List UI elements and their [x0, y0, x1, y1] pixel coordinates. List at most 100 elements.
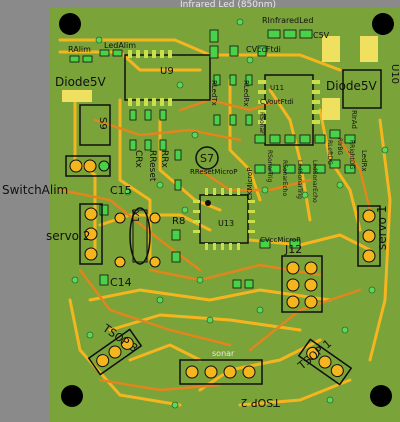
pad	[114, 212, 126, 224]
label-x1: X1	[129, 210, 140, 223]
smd-pad	[244, 279, 254, 289]
pad	[185, 365, 199, 379]
smd-pad	[209, 45, 219, 59]
label-cvccmicrop: CVccMicroP	[260, 236, 300, 244]
label-c14: C14	[110, 276, 132, 289]
via	[181, 206, 189, 214]
smd-pad	[329, 159, 341, 169]
pad	[96, 354, 110, 368]
label-u11: U11	[270, 84, 284, 92]
tsop3-footprint	[87, 328, 143, 376]
smd-pad	[144, 139, 152, 151]
pad	[114, 256, 126, 268]
ic-pads-u13	[193, 188, 255, 250]
smd-pad	[171, 251, 181, 263]
pad	[98, 160, 110, 172]
smd-pad	[259, 239, 271, 249]
label-rirad: RIrAd	[350, 110, 358, 129]
label-sonar: sonar	[212, 349, 235, 358]
smd-pad	[314, 164, 326, 174]
pad	[84, 207, 98, 221]
label-servo1: servo 1	[375, 206, 389, 250]
smd-pad	[232, 279, 242, 289]
pad	[312, 80, 320, 84]
pad	[213, 188, 216, 195]
smd-pad	[99, 49, 110, 57]
via	[368, 286, 376, 294]
label-rsonartrig: RSonarTrig	[266, 150, 273, 183]
pad	[312, 120, 320, 124]
trace	[128, 343, 202, 362]
pad	[304, 278, 318, 292]
pad	[312, 90, 320, 94]
via	[156, 296, 164, 304]
smd-pad	[213, 74, 221, 86]
pad	[193, 220, 200, 223]
trace	[198, 168, 312, 192]
pad	[193, 200, 200, 203]
via	[71, 276, 79, 284]
via	[176, 81, 184, 89]
regulator-u10	[342, 69, 382, 109]
smd-pad	[344, 134, 356, 144]
pad	[136, 50, 140, 58]
label-c15: C15	[110, 184, 132, 197]
pad	[248, 200, 255, 203]
pad	[242, 365, 256, 379]
smd-pad	[144, 109, 152, 121]
via	[301, 191, 309, 199]
crystal-x1	[129, 207, 151, 265]
trace	[248, 233, 372, 252]
pad	[144, 50, 148, 58]
pad	[213, 243, 216, 250]
trace	[248, 288, 362, 352]
label-u13: U13	[218, 219, 234, 228]
label-ledsonarecho: LedSonarEcho	[311, 160, 318, 203]
pad	[120, 336, 134, 350]
pad	[152, 50, 156, 58]
smd-pad	[69, 55, 80, 63]
trace	[368, 118, 392, 362]
mounting-hole	[59, 13, 81, 35]
trace	[78, 268, 232, 347]
via	[246, 56, 254, 64]
via	[326, 396, 334, 404]
label-ledalim: LedAlim	[104, 41, 136, 50]
pad	[258, 120, 266, 124]
smd-pad	[213, 114, 221, 126]
pad	[362, 249, 376, 263]
via	[196, 276, 204, 284]
pad	[149, 256, 161, 268]
pad	[229, 188, 232, 195]
via	[86, 331, 94, 339]
trace	[338, 138, 372, 212]
pin1-marker	[205, 200, 211, 206]
sonar-footprint	[179, 359, 263, 385]
pad	[237, 243, 240, 250]
pad	[248, 230, 255, 233]
pad	[286, 295, 300, 309]
label-switchalim: SwitchAlim	[2, 183, 68, 197]
j12-footprint	[281, 255, 323, 313]
label-rleftdg: RLeftDG	[326, 140, 333, 165]
smd-pad	[289, 239, 301, 249]
pad	[258, 100, 266, 104]
via	[156, 181, 164, 189]
pad	[136, 98, 140, 106]
pad	[312, 110, 320, 114]
pad	[168, 50, 172, 58]
label-j12: J12	[284, 243, 302, 256]
smd-pad	[329, 129, 341, 139]
servo2-footprint	[79, 203, 103, 265]
pad	[223, 365, 237, 379]
pad	[258, 80, 266, 84]
label-rledtx: RLedTx	[210, 80, 218, 106]
label-rresetmicrop: RResetMicroP	[190, 168, 237, 176]
smd-pad	[159, 109, 167, 121]
pad	[149, 212, 161, 224]
smd-pad	[254, 134, 266, 144]
via	[171, 401, 179, 409]
trace	[93, 118, 242, 142]
trace	[58, 50, 202, 72]
